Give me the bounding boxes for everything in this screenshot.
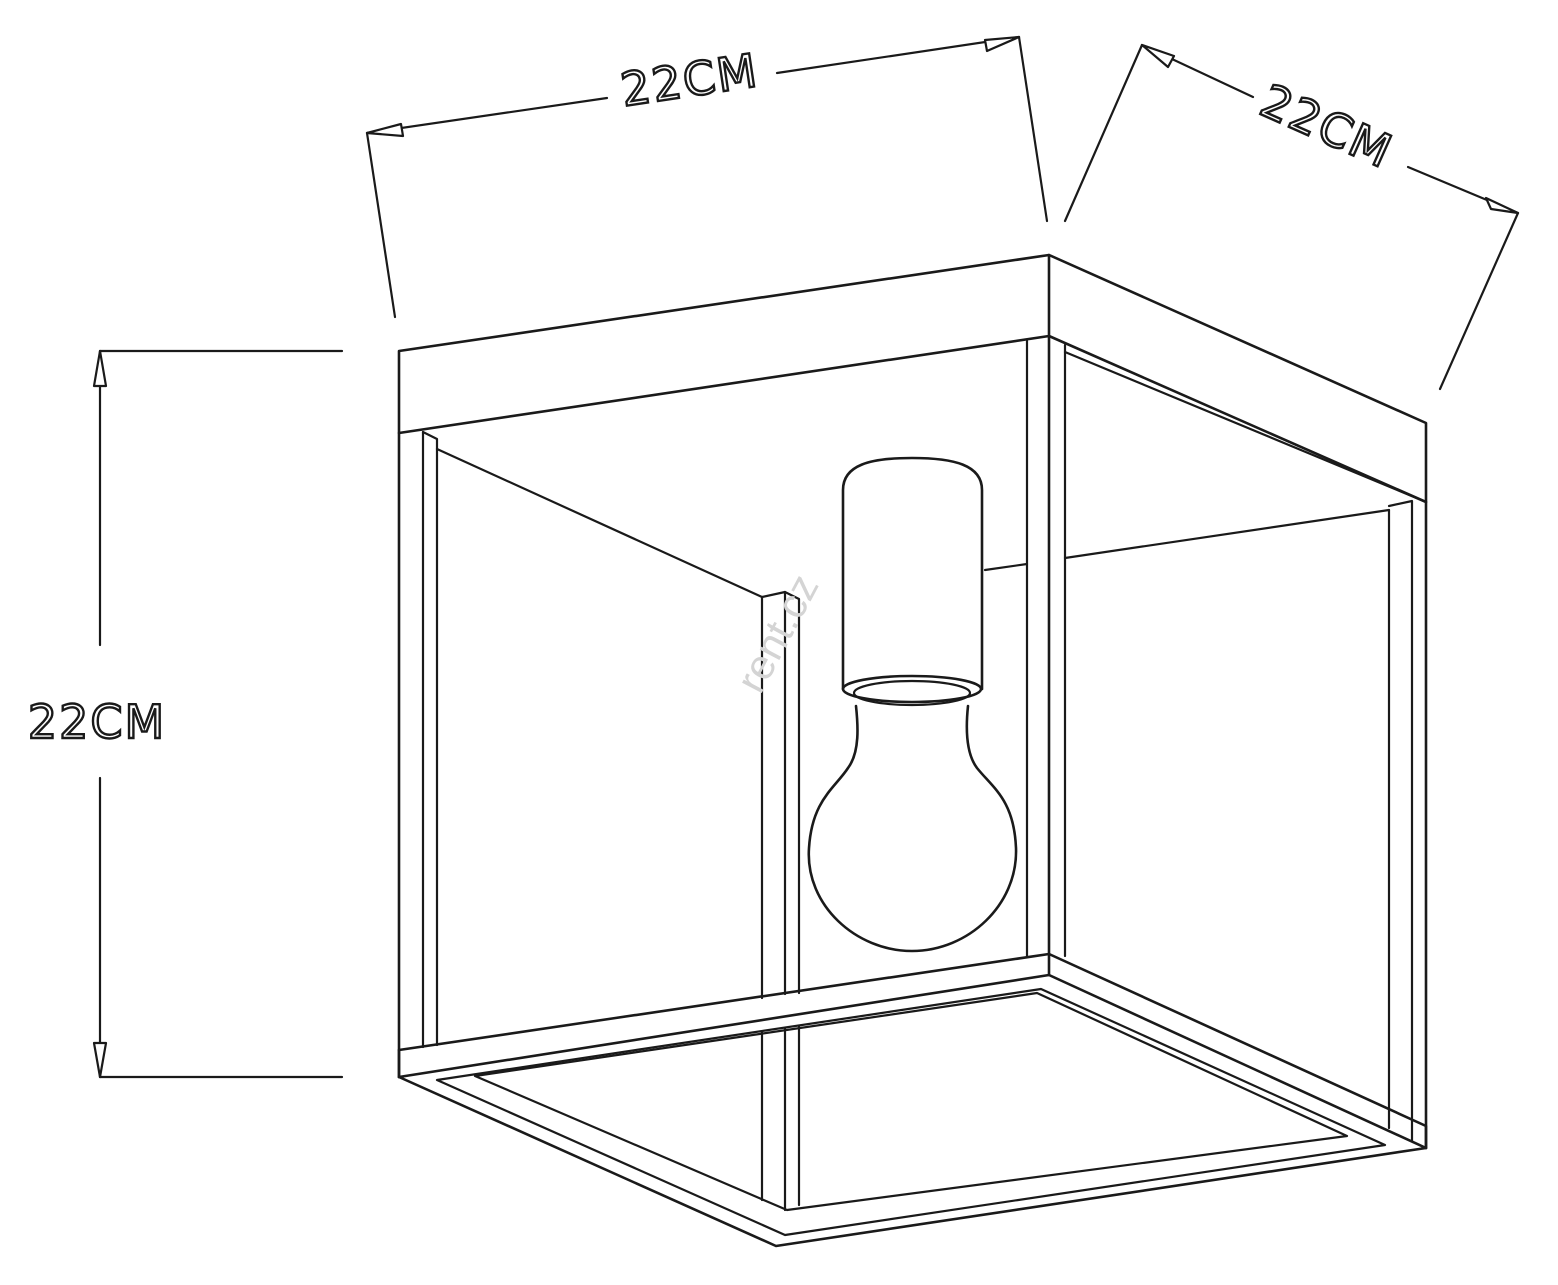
light-bulb: [807, 704, 1018, 953]
watermark-text: rent.cz: [727, 567, 828, 700]
width-arrow-left: [365, 122, 405, 138]
width-dim-line-right: [775, 35, 1021, 75]
post-front-left: [397, 430, 439, 1079]
ceiling-plate: [397, 253, 1428, 504]
frame-top-back-left: [435, 447, 764, 599]
depth-extension-left: [1063, 43, 1144, 223]
frame-top-front-right: [1063, 350, 1428, 504]
width-extension-left: [365, 131, 397, 319]
lamp-drawing: rent.cz: [397, 253, 1428, 1248]
post-front-center: [1025, 334, 1067, 959]
bottom-frame-inner: [435, 987, 1387, 1237]
post-back: [760, 590, 801, 1212]
post-right: [1387, 499, 1428, 1150]
height-dimension: 22CM: [27, 349, 344, 1079]
depth-extension-right: [1438, 211, 1520, 391]
frame-top-back-mid: [983, 562, 1029, 572]
frame-top-back-right: [1063, 508, 1391, 560]
bottom-frame-inner-2: [473, 991, 1349, 1212]
width-label: 22CM: [617, 43, 762, 117]
socket-body: [841, 456, 984, 691]
bottom-frame: [397, 952, 1428, 1248]
ceiling-plate-outline: [397, 253, 1428, 504]
depth-arrow-right: [1484, 196, 1520, 215]
depth-label: 22CM: [1253, 73, 1401, 179]
height-arrow-top: [92, 349, 108, 388]
height-arrow-bottom: [92, 1041, 108, 1079]
width-arrow-right: [983, 35, 1021, 53]
bulb-socket: [841, 456, 984, 707]
width-extension-right: [1017, 35, 1049, 223]
width-dim-line-left: [365, 96, 609, 135]
depth-dimension: 22CM: [1063, 43, 1520, 391]
bottom-frame-top-edge: [397, 952, 1428, 1150]
height-label: 22CM: [28, 695, 166, 749]
depth-arrow-left: [1140, 43, 1176, 69]
socket-rim: [841, 674, 983, 704]
width-dimension: 22CM: [365, 35, 1049, 319]
socket-inner-rim: [852, 679, 972, 707]
